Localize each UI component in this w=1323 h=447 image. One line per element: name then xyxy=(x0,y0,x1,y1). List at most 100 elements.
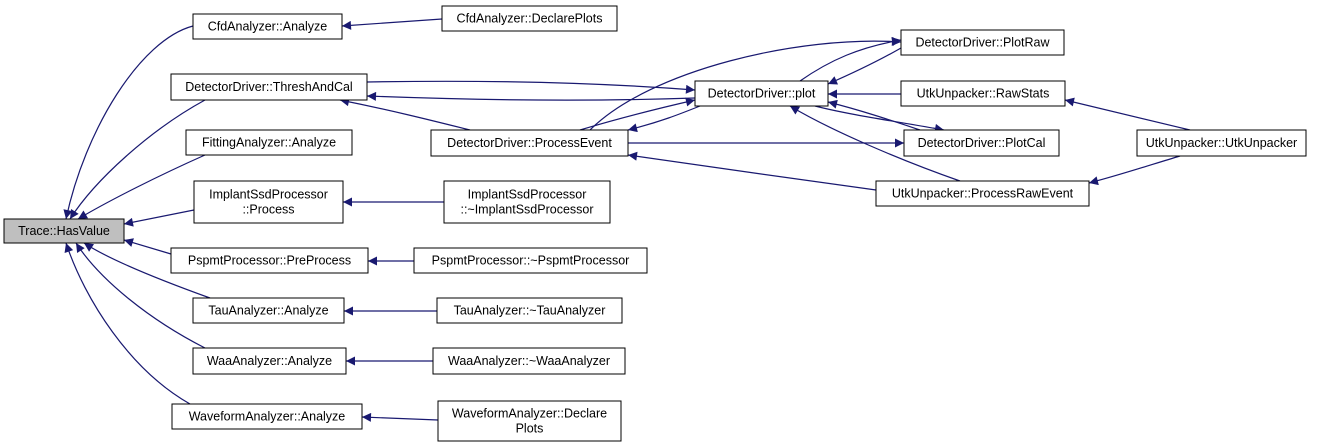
node-label: Trace::HasValue xyxy=(18,224,110,238)
node-waa-analyze[interactable]: WaaAnalyzer::Analyze xyxy=(192,347,347,375)
node-cfd-declare[interactable]: CfdAnalyzer::DeclarePlots xyxy=(441,5,618,32)
node-utk-ctor[interactable]: UtkUnpacker::UtkUnpacker xyxy=(1136,129,1307,157)
node-box xyxy=(432,347,626,375)
edge-tau-analyze-to-hasvalue xyxy=(83,242,211,299)
edge-line xyxy=(77,154,206,220)
edge-cfd-analyze-to-hasvalue xyxy=(63,25,194,220)
edge-utk-processraw-to-dd-plot xyxy=(789,105,961,182)
edge-line xyxy=(589,36,902,131)
edge-line xyxy=(366,91,696,101)
edge-line xyxy=(627,151,877,191)
node-label: UtkUnpacker::RawStats xyxy=(917,87,1050,101)
edge-dd-process-to-dd-plot xyxy=(579,97,696,131)
edge-dd-plot-to-dd-thresh xyxy=(366,91,696,101)
edge-line xyxy=(64,242,191,405)
node-label: WaaAnalyzer::Analyze xyxy=(207,354,332,368)
node-tau-analyze[interactable]: TauAnalyzer::Analyze xyxy=(192,297,345,324)
node-box xyxy=(1136,129,1307,157)
node-dd-plotraw[interactable]: DetectorDriver::PlotRaw xyxy=(900,29,1065,56)
edge-dd-plotcal-to-dd-plot xyxy=(827,99,921,131)
node-label: ImplantSsdProcessor xyxy=(468,188,587,202)
node-pspmt-dtor[interactable]: PspmtProcessor::~PspmtProcessor xyxy=(413,247,648,274)
edge-pspmt-pre-to-hasvalue xyxy=(123,238,172,255)
node-label: UtkUnpacker::ProcessRawEvent xyxy=(892,187,1074,201)
node-fit-analyze[interactable]: FittingAnalyzer::Analyze xyxy=(185,129,353,156)
node-dd-plot[interactable]: DetectorDriver::plot xyxy=(694,80,829,107)
node-implant-dtor[interactable]: ImplantSsdProcessor::~ImplantSsdProcesso… xyxy=(443,180,611,224)
edge-line xyxy=(361,412,439,422)
node-box xyxy=(3,218,125,244)
node-utk-rawstats[interactable]: UtkUnpacker::RawStats xyxy=(900,80,1066,107)
edge-dd-thresh-to-hasvalue xyxy=(69,99,206,220)
node-box xyxy=(903,129,1060,157)
node-label: FittingAnalyzer::Analyze xyxy=(202,136,336,150)
edge-line xyxy=(827,99,921,131)
node-waa-dtor[interactable]: WaaAnalyzer::~WaaAnalyzer xyxy=(432,347,626,375)
node-box xyxy=(436,297,623,324)
edge-dd-thresh-to-dd-plot xyxy=(366,80,696,94)
node-label: TauAnalyzer::Analyze xyxy=(208,304,328,318)
edge-line xyxy=(75,242,206,349)
node-label: ::Process xyxy=(242,203,294,217)
node-box xyxy=(900,80,1066,107)
node-dd-process[interactable]: DetectorDriver::ProcessEvent xyxy=(430,129,629,157)
node-box xyxy=(193,180,344,224)
node-box xyxy=(192,297,345,324)
edge-line xyxy=(1088,155,1181,186)
node-dd-plotcal[interactable]: DetectorDriver::PlotCal xyxy=(903,129,1060,157)
edge-utk-processraw-to-dd-process xyxy=(627,151,877,191)
edge-dd-process-to-dd-thresh xyxy=(339,97,471,131)
node-label: WaveformAnalyzer::Declare xyxy=(452,407,607,421)
node-label: CfdAnalyzer::Analyze xyxy=(208,20,328,34)
node-wf-declare[interactable]: WaveformAnalyzer::DeclarePlots xyxy=(437,400,622,442)
node-layer: Trace::HasValue CfdAnalyzer::Analyze CfdAn… xyxy=(3,5,1307,442)
node-label: PspmtProcessor::PreProcess xyxy=(188,254,351,268)
edge-line xyxy=(366,80,696,94)
edge-dd-plot-to-dd-process xyxy=(627,105,701,133)
node-wf-analyze[interactable]: WaveformAnalyzer::Analyze xyxy=(171,403,363,430)
node-implant-process[interactable]: ImplantSsdProcessor::Process xyxy=(193,180,344,224)
edge-line xyxy=(123,209,195,227)
edge-wf-declare-to-wf-analyze xyxy=(361,412,439,422)
node-box xyxy=(441,5,618,32)
node-box xyxy=(171,403,363,430)
node-box xyxy=(185,129,353,156)
edge-implant-process-to-hasvalue xyxy=(123,209,195,227)
edge-dd-plot-to-dd-plotraw xyxy=(799,37,902,82)
node-utk-processraw[interactable]: UtkUnpacker::ProcessRawEvent xyxy=(875,180,1090,207)
edge-layer xyxy=(63,18,1191,422)
edge-line xyxy=(123,238,172,255)
edge-line xyxy=(814,105,945,133)
node-label: WaaAnalyzer::~WaaAnalyzer xyxy=(448,354,610,368)
edge-fit-analyze-to-hasvalue xyxy=(77,154,206,220)
node-hasvalue[interactable]: Trace::HasValue xyxy=(3,218,125,244)
edge-line xyxy=(827,47,902,85)
node-label: ImplantSsdProcessor xyxy=(209,188,328,202)
node-tau-dtor[interactable]: TauAnalyzer::~TauAnalyzer xyxy=(436,297,623,324)
node-box xyxy=(694,80,829,107)
node-box xyxy=(875,180,1090,207)
node-label: DetectorDriver::plot xyxy=(708,87,816,101)
node-box xyxy=(170,247,369,274)
node-label: CfdAnalyzer::DeclarePlots xyxy=(457,12,603,26)
node-label: PspmtProcessor::~PspmtProcessor xyxy=(432,254,630,268)
node-box xyxy=(443,180,611,224)
node-dd-thresh[interactable]: DetectorDriver::ThreshAndCal xyxy=(170,73,368,101)
node-label: DetectorDriver::PlotRaw xyxy=(915,36,1050,50)
edge-utk-ctor-to-utk-rawstats xyxy=(1064,97,1191,131)
edge-line xyxy=(1064,97,1191,131)
edge-utk-ctor-to-utk-processraw xyxy=(1088,155,1181,186)
node-label: DetectorDriver::PlotCal xyxy=(918,136,1046,150)
node-pspmt-pre[interactable]: PspmtProcessor::PreProcess xyxy=(170,247,369,274)
edge-line xyxy=(799,37,902,82)
edge-line xyxy=(83,242,211,299)
node-box xyxy=(900,29,1065,56)
node-label: DetectorDriver::ProcessEvent xyxy=(447,136,612,150)
node-label: UtkUnpacker::UtkUnpacker xyxy=(1146,136,1297,150)
node-box xyxy=(430,129,629,157)
edge-line xyxy=(579,97,696,131)
edge-line xyxy=(69,99,206,220)
node-cfd-analyze[interactable]: CfdAnalyzer::Analyze xyxy=(192,13,343,40)
edge-dd-plotraw-to-dd-plot xyxy=(827,47,902,85)
